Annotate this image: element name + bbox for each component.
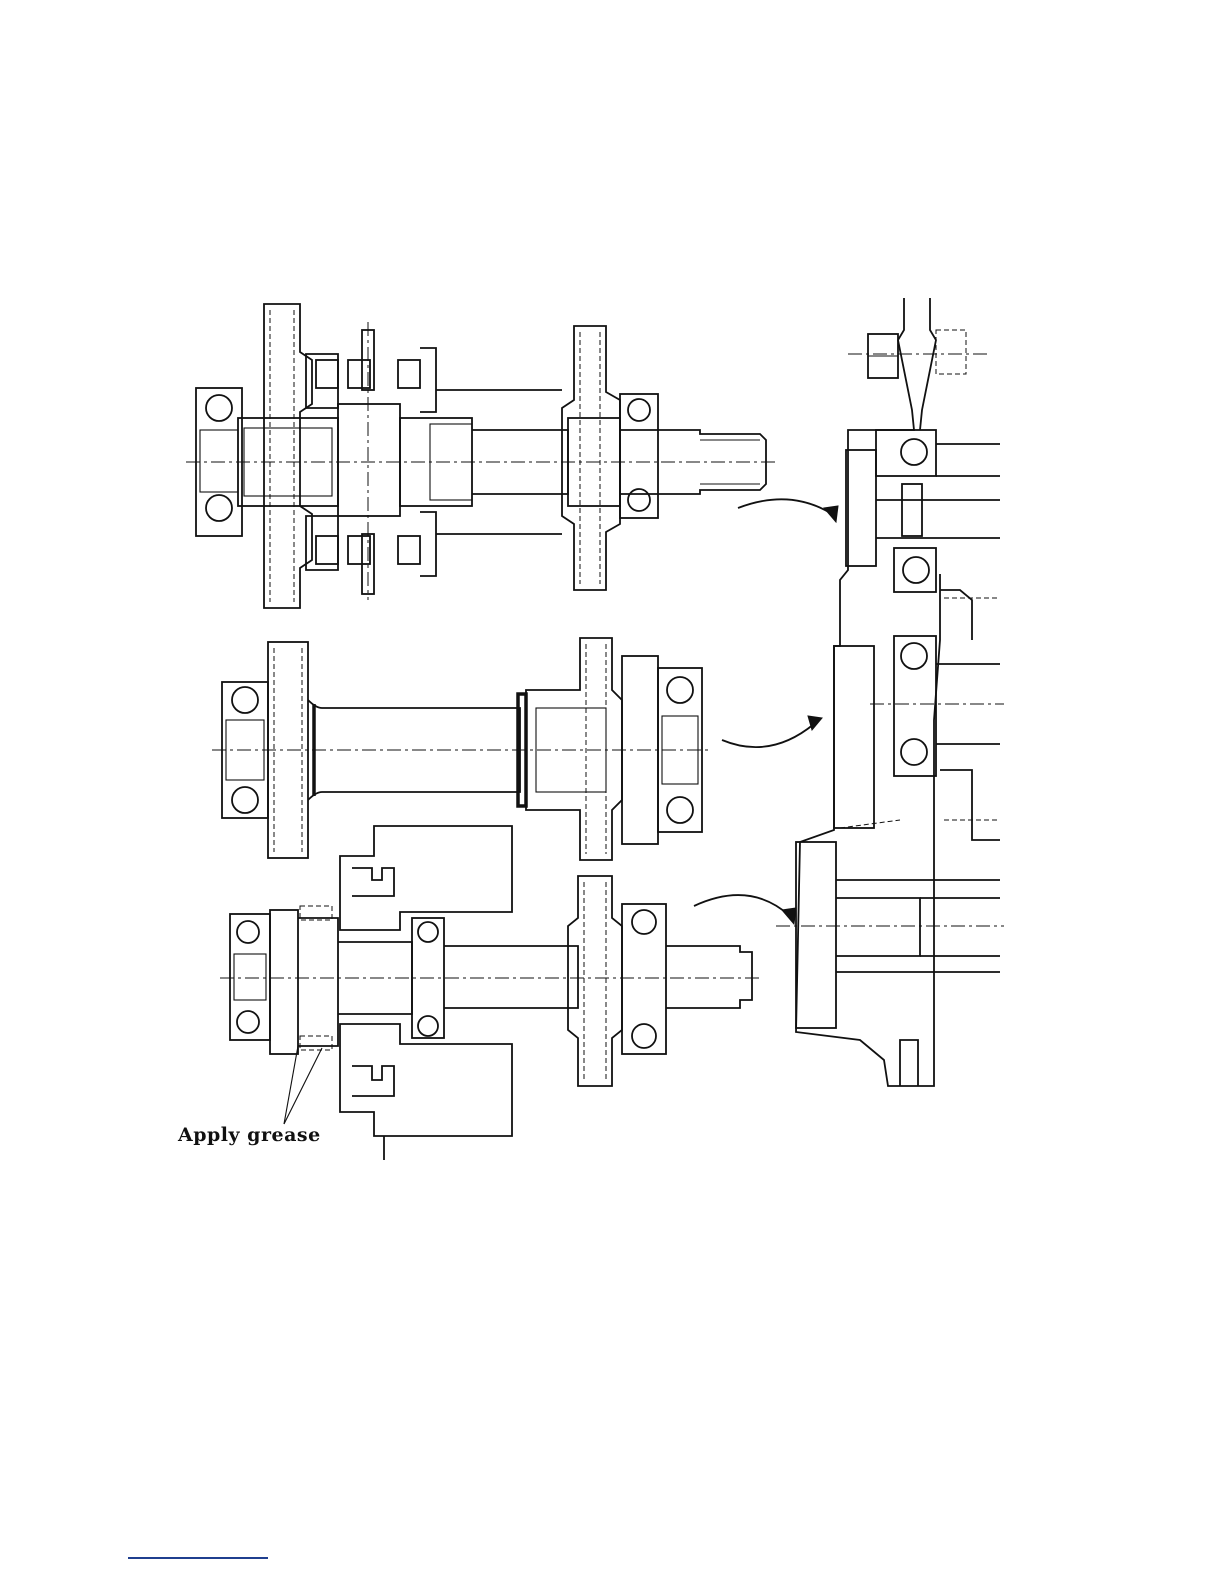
arrow-middle bbox=[722, 716, 822, 747]
footer-rule bbox=[128, 1557, 268, 1559]
apply-grease-label: Apply grease bbox=[178, 1124, 321, 1146]
lower-shaft-assembly bbox=[220, 826, 760, 1160]
arrow-upper bbox=[738, 499, 838, 522]
arrow-lower bbox=[694, 895, 796, 924]
upper-shaft-assembly bbox=[186, 304, 778, 608]
transmission-case-section bbox=[776, 298, 1004, 1086]
